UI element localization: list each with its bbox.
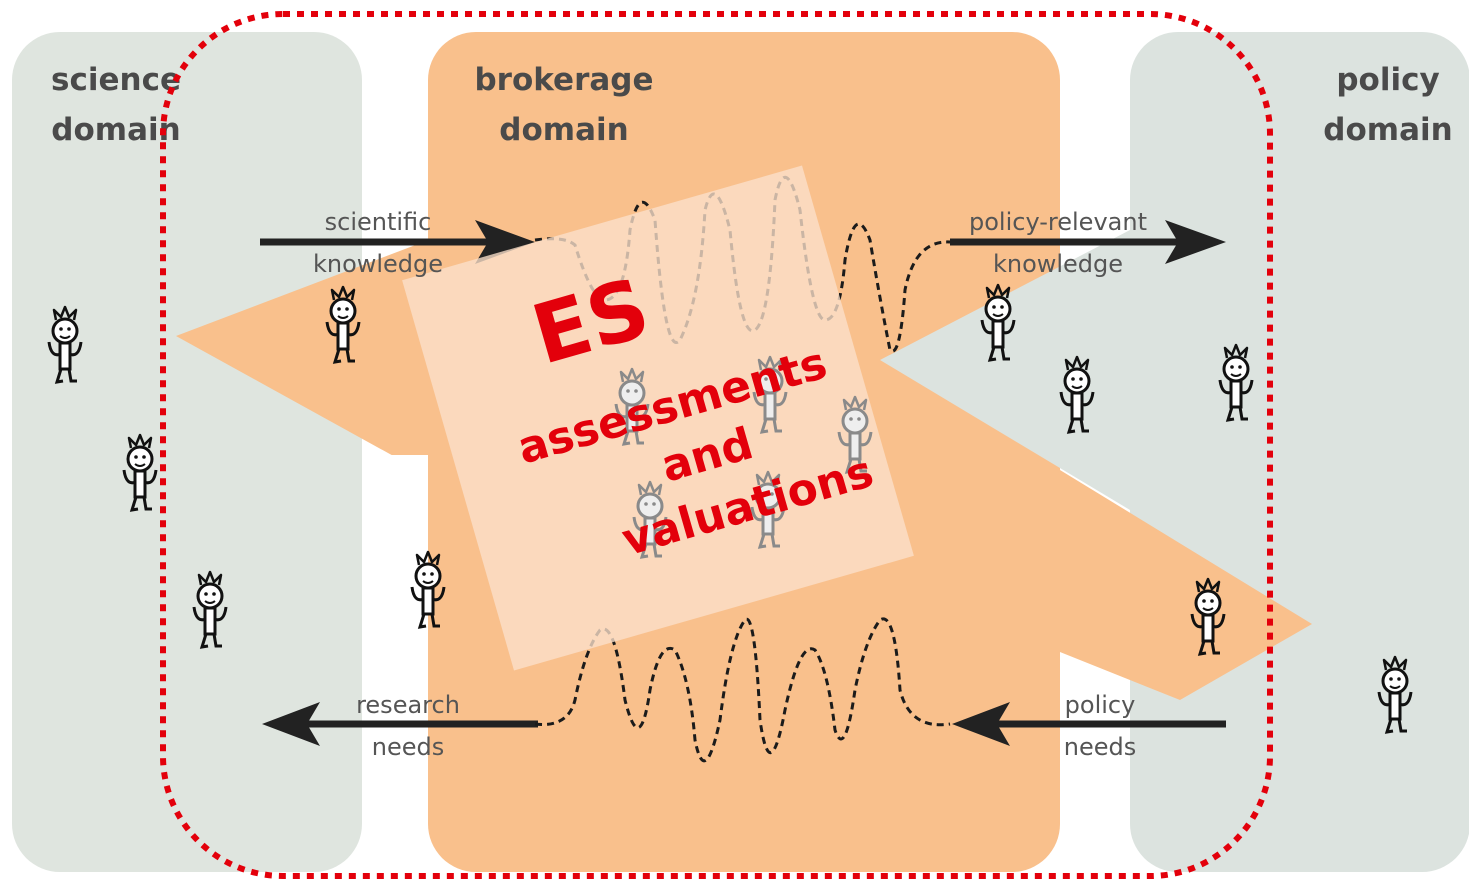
brokerage-domain-title-line2: domain [499,112,628,148]
zigzag-band-upper [176,230,455,490]
policy-domain-title: policy [1336,62,1439,98]
brokerage-domain-title: brokerage [474,62,653,98]
policy-needs-label: policy [1065,691,1136,719]
policy-knowledge-arrowhead [1165,220,1226,264]
policy-relevant-knowledge-label-line2: knowledge [993,250,1123,278]
es-overlay-card [402,165,914,671]
science-domain-panel [12,32,362,872]
zigzag-band-lower [458,600,700,720]
scientific-knowledge-label: scientific [325,208,432,236]
policy-domain-panel [1130,32,1469,872]
science-wedge [362,455,428,510]
research-needs-arrowhead [262,702,320,746]
es-boundary-outline [160,11,1273,879]
science-domain-title-line2: domain [51,112,180,148]
needs-transfer-wave-bottom [534,617,951,763]
scientific-knowledge-label-line2: knowledge [313,250,443,278]
research-needs-label: research [356,691,460,719]
science-domain-title: science [51,62,181,98]
policy-needs-label-line2: needs [1064,733,1136,761]
research-needs-label-line2: needs [372,733,444,761]
policy-needs-arrowhead [952,702,1010,746]
scientific-knowledge-arrowhead [475,220,535,264]
policy-relevant-knowledge-label: policy-relevant [969,208,1147,236]
policy-wedge [880,230,1130,510]
policy-domain-title-line2: domain [1323,112,1452,148]
